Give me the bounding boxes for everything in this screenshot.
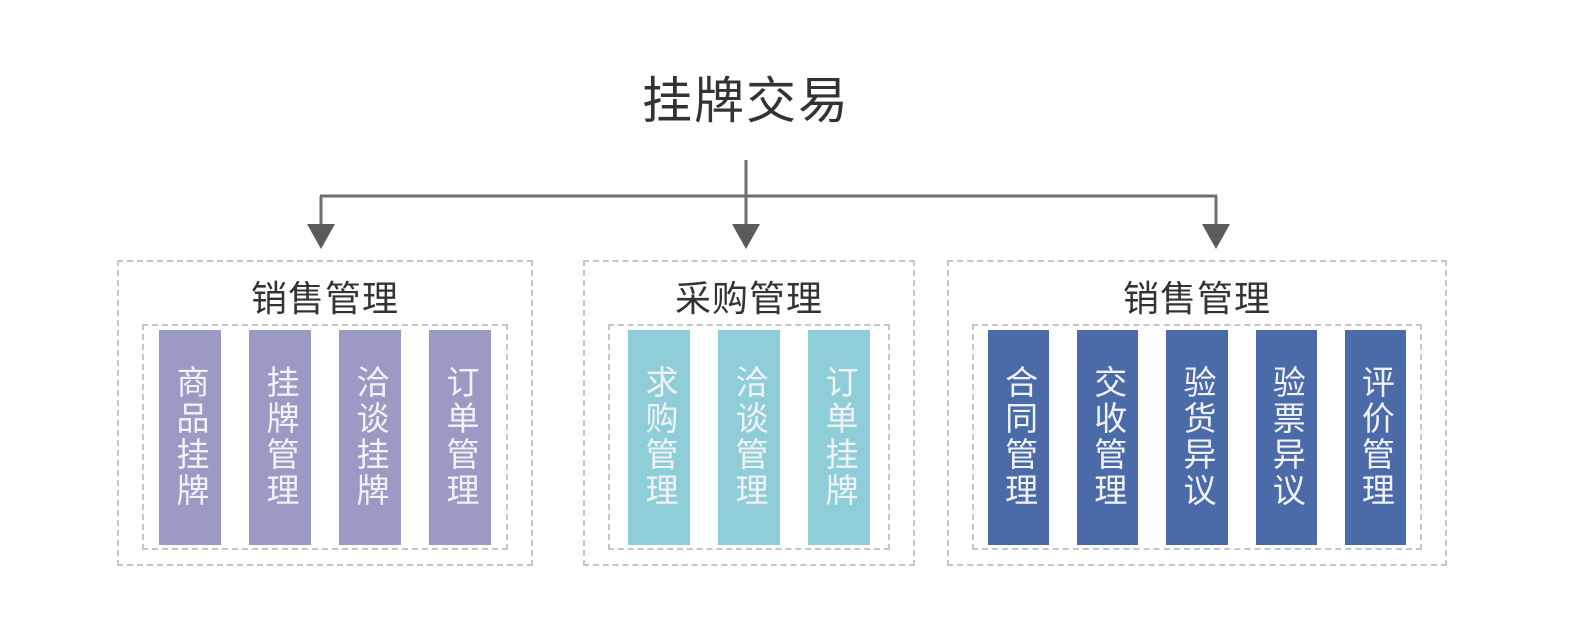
item-cell[interactable]: 洽谈管理 <box>718 329 780 545</box>
groups-row: 销售管理 商品挂牌 挂牌管理 洽谈挂牌 订单管理 采购管理 <box>117 260 1447 566</box>
item-label: 订单挂牌 <box>821 365 858 509</box>
item-cell[interactable]: 商品挂牌 <box>159 329 221 545</box>
item-cell[interactable]: 订单挂牌 <box>808 329 870 545</box>
group-title: 采购管理 <box>674 278 823 319</box>
group-items-container: 商品挂牌 挂牌管理 洽谈挂牌 订单管理 <box>142 324 508 550</box>
item-label: 验票异议 <box>1268 365 1306 509</box>
group-items-container: 求购管理 洽谈管理 订单挂牌 <box>608 324 890 550</box>
item-cell[interactable]: 交收管理 <box>1077 329 1139 545</box>
group-purchase[interactable]: 采购管理 求购管理 洽谈管理 订单挂牌 <box>583 260 915 566</box>
group-title: 销售管理 <box>1122 278 1271 319</box>
arrow-down-icon <box>1202 224 1230 249</box>
item-cell[interactable]: 验货异议 <box>1166 329 1228 545</box>
root-node-title: 挂牌交易 <box>642 73 850 129</box>
item-cell[interactable]: 挂牌管理 <box>249 329 311 545</box>
item-cell[interactable]: 验票异议 <box>1255 329 1317 545</box>
item-label: 洽谈挂牌 <box>352 365 389 509</box>
item-label: 求购管理 <box>641 365 678 509</box>
item-cell[interactable]: 合同管理 <box>988 329 1050 545</box>
group-items-container: 合同管理 交收管理 验货异议 验票异议 评价管理 <box>972 324 1422 550</box>
item-cell[interactable]: 评价管理 <box>1344 329 1407 545</box>
arrow-down-icon <box>307 224 335 249</box>
item-label: 评价管理 <box>1357 365 1395 509</box>
item-label: 交收管理 <box>1089 365 1127 509</box>
group-title: 销售管理 <box>250 278 399 319</box>
group-sales-fulfilment[interactable]: 销售管理 合同管理 交收管理 验货异议 验票异议 评价管理 <box>947 260 1447 566</box>
item-cell[interactable]: 求购管理 <box>628 329 690 545</box>
item-label: 挂牌管理 <box>262 365 299 509</box>
item-cell[interactable]: 订单管理 <box>429 329 491 545</box>
item-label: 订单管理 <box>442 365 479 509</box>
item-cell[interactable]: 洽谈挂牌 <box>339 329 401 545</box>
group-sales-listing[interactable]: 销售管理 商品挂牌 挂牌管理 洽谈挂牌 订单管理 <box>117 260 533 566</box>
item-label: 洽谈管理 <box>731 365 768 509</box>
item-label: 验货异议 <box>1179 365 1216 509</box>
arrow-down-icon <box>732 224 760 249</box>
item-label: 商品挂牌 <box>172 365 209 509</box>
item-label: 合同管理 <box>1000 365 1038 509</box>
